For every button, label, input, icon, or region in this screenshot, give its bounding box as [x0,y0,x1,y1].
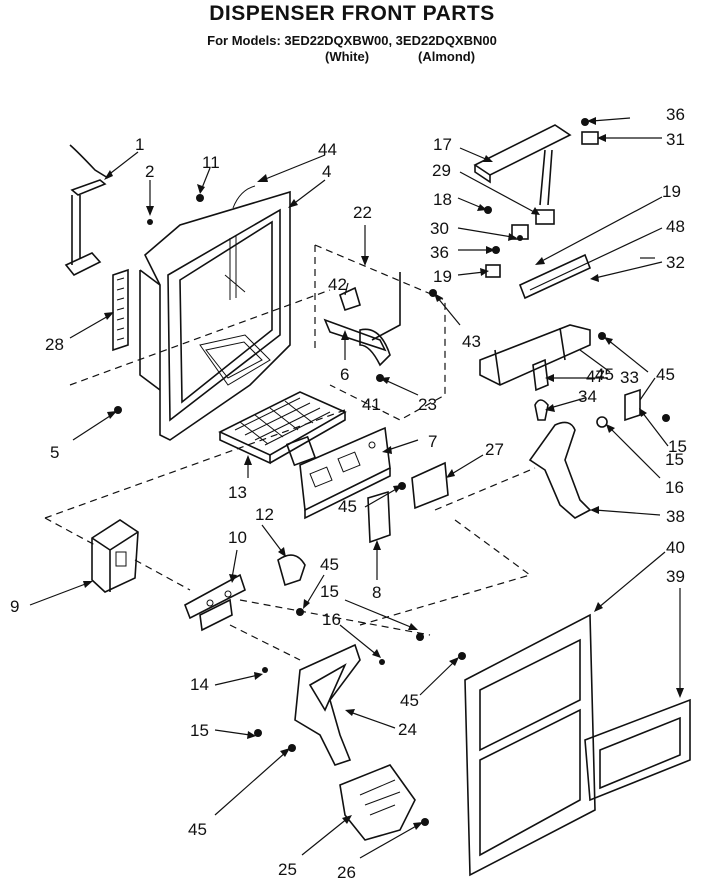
part-light-strip [112,268,129,352]
callout-15: 15 [665,450,684,469]
callout-41: 41 [362,395,381,414]
part-dispenser-module [91,519,139,593]
variant-almond-label: (Almond) [418,49,476,64]
part-dispenser-levers [294,421,592,766]
part-mounting-bracket [184,573,246,632]
callout-27: 27 [485,440,504,459]
callout-7: 7 [428,432,437,451]
callout-45: 45 [656,365,675,384]
callout-5: 5 [50,443,59,462]
callout-6: 6 [340,365,349,384]
callout-11: 11 [202,153,220,172]
callout-28: 28 [45,335,64,354]
callout-42: 42 [328,275,347,294]
callout-30: 30 [430,219,449,238]
variant-white-label: (White) [325,49,370,64]
callout-48: 48 [666,217,685,236]
leader-lines [29,117,684,859]
part-label-square [285,435,317,467]
callout-24: 24 [398,720,417,739]
callout-15: 15 [190,721,209,740]
callout-2: 2 [145,162,154,181]
callout-45: 45 [595,365,614,384]
part-motor-clip [277,554,306,587]
callout-39: 39 [666,567,685,586]
callout-15: 15 [320,582,339,601]
callout-36: 36 [666,105,685,124]
callout-18: 18 [433,190,452,209]
callout-32: 32 [666,253,685,272]
part-ice-chute [339,764,416,841]
callout-44: 44 [318,140,337,159]
callout-19: 19 [662,182,681,201]
part-cover-plate [367,490,391,544]
callout-15: 15 [668,437,687,456]
callout-1: 1 [135,135,144,154]
callout-45: 45 [320,555,339,574]
part-wire-harness [64,144,109,277]
callout-23: 23 [418,395,437,414]
callout-22: 22 [353,203,372,222]
callout-26: 26 [337,863,356,882]
part-gasket-plate [411,461,449,510]
color-variants: (White) (Almond) [0,49,704,67]
callout-labels: 1 2 4 5 6 7 8 9 10 11 12 13 14 15 15 15 … [10,105,687,882]
callout-16: 16 [322,610,341,629]
callout-10: 10 [228,528,247,547]
callout-45: 45 [338,497,357,516]
callout-14: 14 [190,675,209,694]
part-drip-grille [218,391,347,465]
callout-47: 47 [586,367,605,386]
assembly-guide-lines [44,244,536,661]
callout-17: 17 [433,135,452,154]
callout-38: 38 [666,507,685,526]
callout-40: 40 [666,538,685,557]
callout-33: 33 [620,368,639,387]
screw-icons [114,118,670,826]
part-upper-bracket-assembly [473,124,641,428]
callout-9: 9 [10,597,19,616]
callout-4: 4 [322,162,331,181]
callout-25: 25 [278,860,297,879]
callout-34: 34 [578,387,597,406]
part-control-panel [299,426,391,520]
models-line: For Models: 3ED22DQXBW00, 3ED22DQXBN00 [207,33,497,48]
callout-19: 19 [433,267,452,286]
diagram-title: DISPENSER FRONT PARTS [209,2,495,25]
part-dispenser-housing [139,185,291,441]
callout-45: 45 [188,820,207,839]
callout-36: 36 [430,243,449,262]
callout-29: 29 [432,161,451,180]
part-door-panels [464,613,691,877]
callout-45: 45 [400,691,419,710]
callout-31: 31 [666,130,685,149]
callout-8: 8 [372,583,381,602]
callout-12: 12 [255,505,274,524]
callout-43: 43 [462,332,481,351]
callout-13: 13 [228,483,247,502]
callout-16: 16 [665,478,684,497]
part-actuator-assembly [323,272,401,367]
